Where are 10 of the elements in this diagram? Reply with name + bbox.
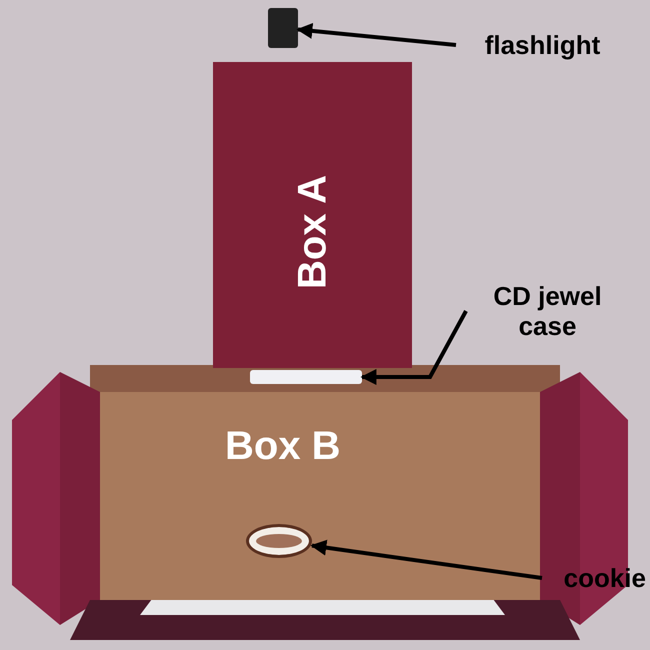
- callout-label: flashlight: [484, 30, 602, 60]
- jewel-case-drawing: [250, 370, 362, 384]
- box-label: Box B: [225, 424, 341, 469]
- box-label: Box A: [290, 174, 335, 290]
- box-interior: [100, 392, 540, 600]
- callout-label: CD jewel case: [492, 281, 603, 341]
- tall-box: [213, 62, 412, 368]
- flashlight-drawing: [268, 8, 298, 48]
- arrow: [296, 22, 456, 47]
- arrow: [360, 310, 468, 385]
